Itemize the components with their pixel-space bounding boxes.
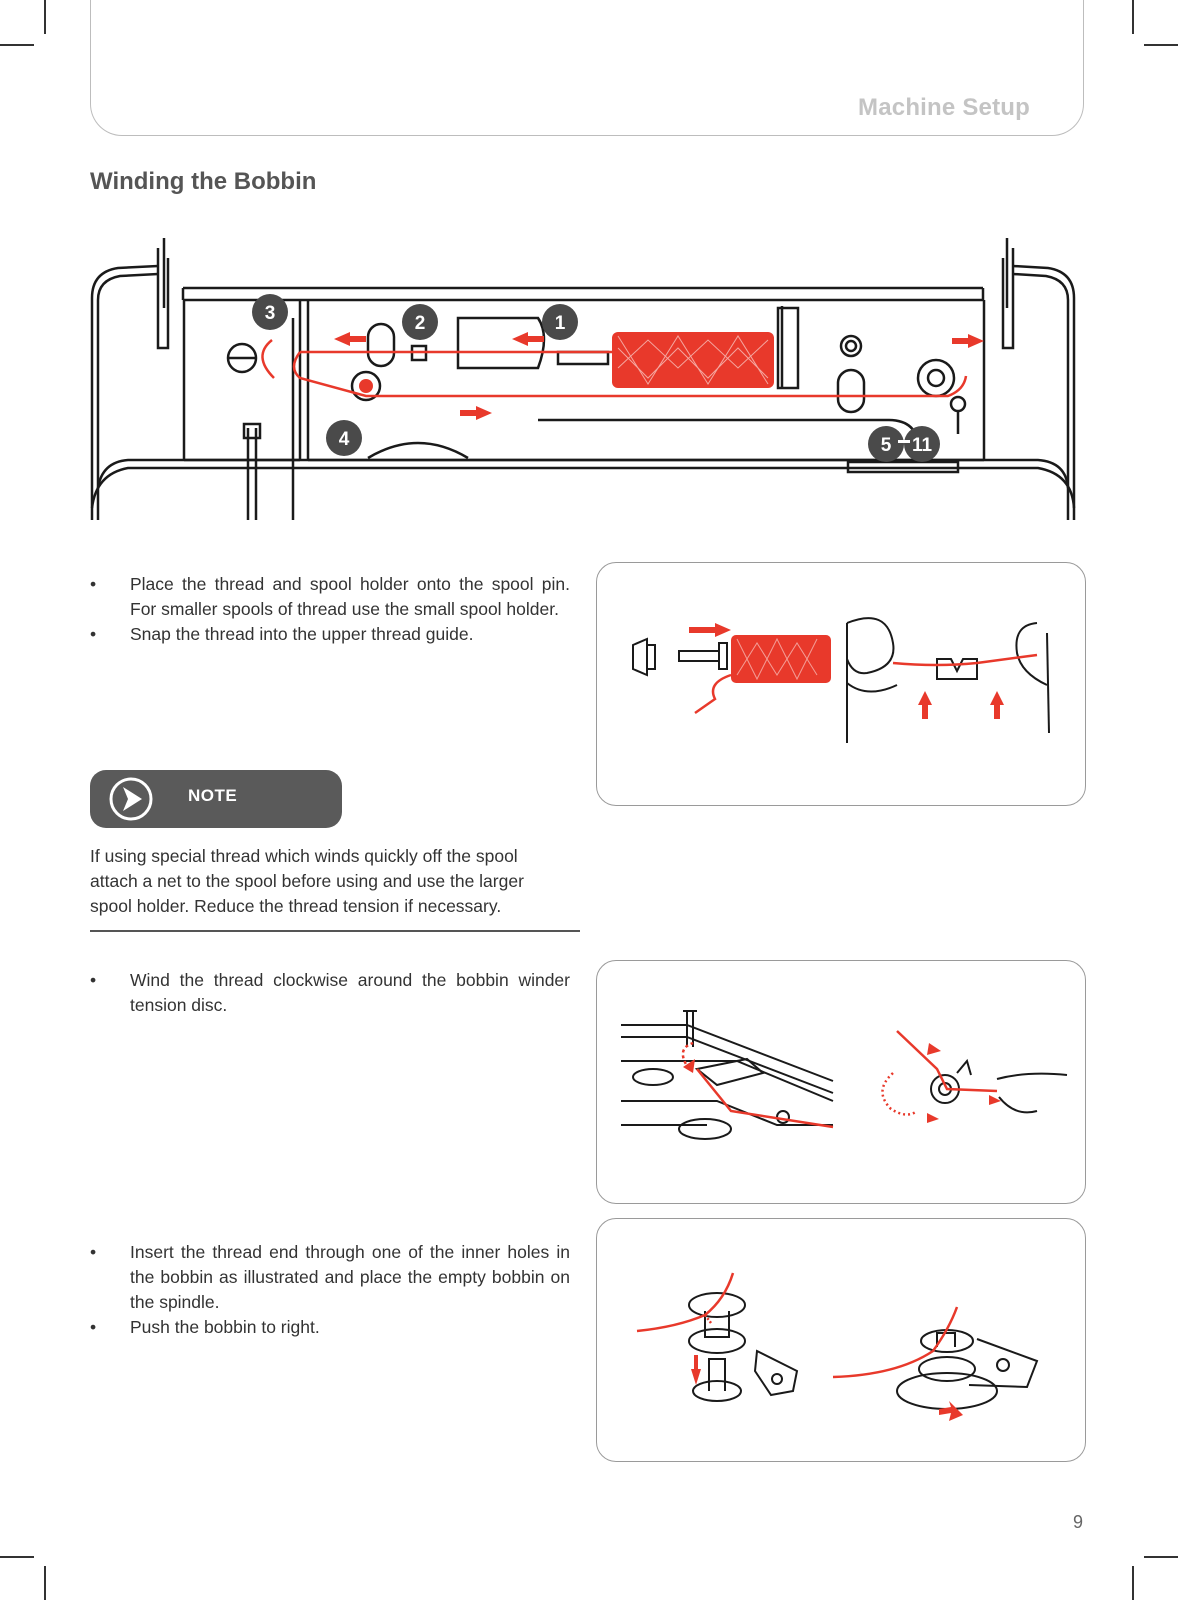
note-label: NOTE <box>188 786 238 805</box>
crop-mark <box>44 0 46 34</box>
svg-text:3: 3 <box>265 303 276 324</box>
illustration-tension-disc-panel <box>596 960 1086 1204</box>
callout-1: 1 <box>542 304 578 340</box>
section-title: Machine Setup <box>858 94 1030 121</box>
list-item: Snap the thread into the upper thread gu… <box>90 622 570 647</box>
note-text: If using special thread which winds quic… <box>90 846 524 916</box>
arrow-right-circle-icon <box>109 777 153 821</box>
crop-mark <box>0 1556 34 1558</box>
callout-4: 4 <box>326 420 362 456</box>
crop-mark <box>1132 1566 1134 1600</box>
crop-mark <box>0 44 34 46</box>
svg-text:11: 11 <box>912 435 933 456</box>
list-item: Push the bobbin to right. <box>90 1315 570 1340</box>
list-item: Wind the thread clockwise around the bob… <box>90 968 570 1018</box>
section1-bullets: Place the thread and spool holder onto t… <box>90 572 570 647</box>
section3-bullets: Insert the thread end through one of the… <box>90 1240 570 1340</box>
crop-mark <box>1132 0 1134 34</box>
crop-mark <box>1144 1556 1178 1558</box>
section2-bullets: Wind the thread clockwise around the bob… <box>90 968 570 1018</box>
note-banner: NOTE <box>90 770 342 828</box>
svg-text:4: 4 <box>339 429 350 450</box>
page-number: 9 <box>1073 1512 1084 1532</box>
crop-mark <box>44 1566 46 1600</box>
tension-disc-illustration <box>621 1010 1068 1140</box>
svg-text:1: 1 <box>555 313 566 334</box>
illustration-bobbin-panel <box>596 1218 1086 1462</box>
crop-mark <box>1144 44 1178 46</box>
divider <box>90 930 580 932</box>
bobbin-spindle-illustration <box>636 1272 1039 1421</box>
spool-holder-illustration <box>632 617 1050 743</box>
callout-2: 2 <box>402 304 438 340</box>
list-item: Place the thread and spool holder onto t… <box>90 572 570 622</box>
header-frame <box>90 0 1084 136</box>
machine-top-diagram: 1 2 3 4 5 11 <box>90 238 1076 520</box>
svg-text:5: 5 <box>881 435 892 456</box>
callout-3: 3 <box>252 294 288 330</box>
page-title: Winding the Bobbin <box>90 168 317 195</box>
callout-5-11: 5 11 <box>868 426 940 462</box>
list-item: Insert the thread end through one of the… <box>90 1240 570 1315</box>
illustration-spool-panel <box>596 562 1086 806</box>
svg-text:2: 2 <box>415 313 426 334</box>
